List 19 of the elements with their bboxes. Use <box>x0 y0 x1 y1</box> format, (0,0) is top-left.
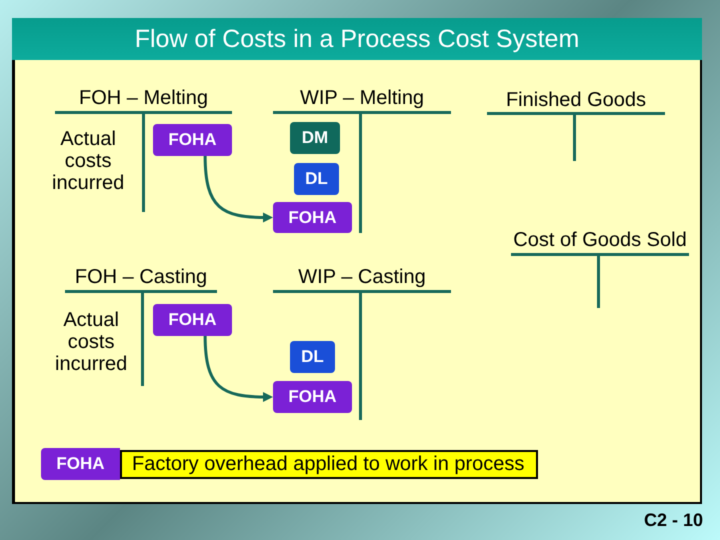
cost-tag: DM <box>290 122 340 154</box>
slide-number: C2 - 10 <box>644 510 703 531</box>
cost-tag: FOHA <box>273 202 352 233</box>
account-title: Finished Goods <box>506 88 646 112</box>
account-title: FOH – Casting <box>74 265 208 290</box>
cost-tag: FOHA <box>153 304 232 336</box>
account-note: Actual costs incurred <box>55 309 128 375</box>
slide-title: Flow of Costs in a Process Cost System <box>12 18 702 60</box>
cost-tag: FOHA <box>273 381 352 413</box>
account-title: WIP – Melting <box>300 86 424 111</box>
account-title: Cost of Goods Sold <box>513 228 687 253</box>
definition-box: Factory overhead applied to work in process <box>120 450 538 479</box>
account-title: WIP – Casting <box>298 265 426 290</box>
cost-tag: FOHA <box>153 124 232 156</box>
account-title: FOH – Melting <box>79 86 208 111</box>
cost-tag: DL <box>294 163 339 195</box>
cost-tag: DL <box>290 341 335 373</box>
key-tag: FOHA <box>41 448 120 480</box>
account-note: Actual costs incurred <box>52 128 124 194</box>
